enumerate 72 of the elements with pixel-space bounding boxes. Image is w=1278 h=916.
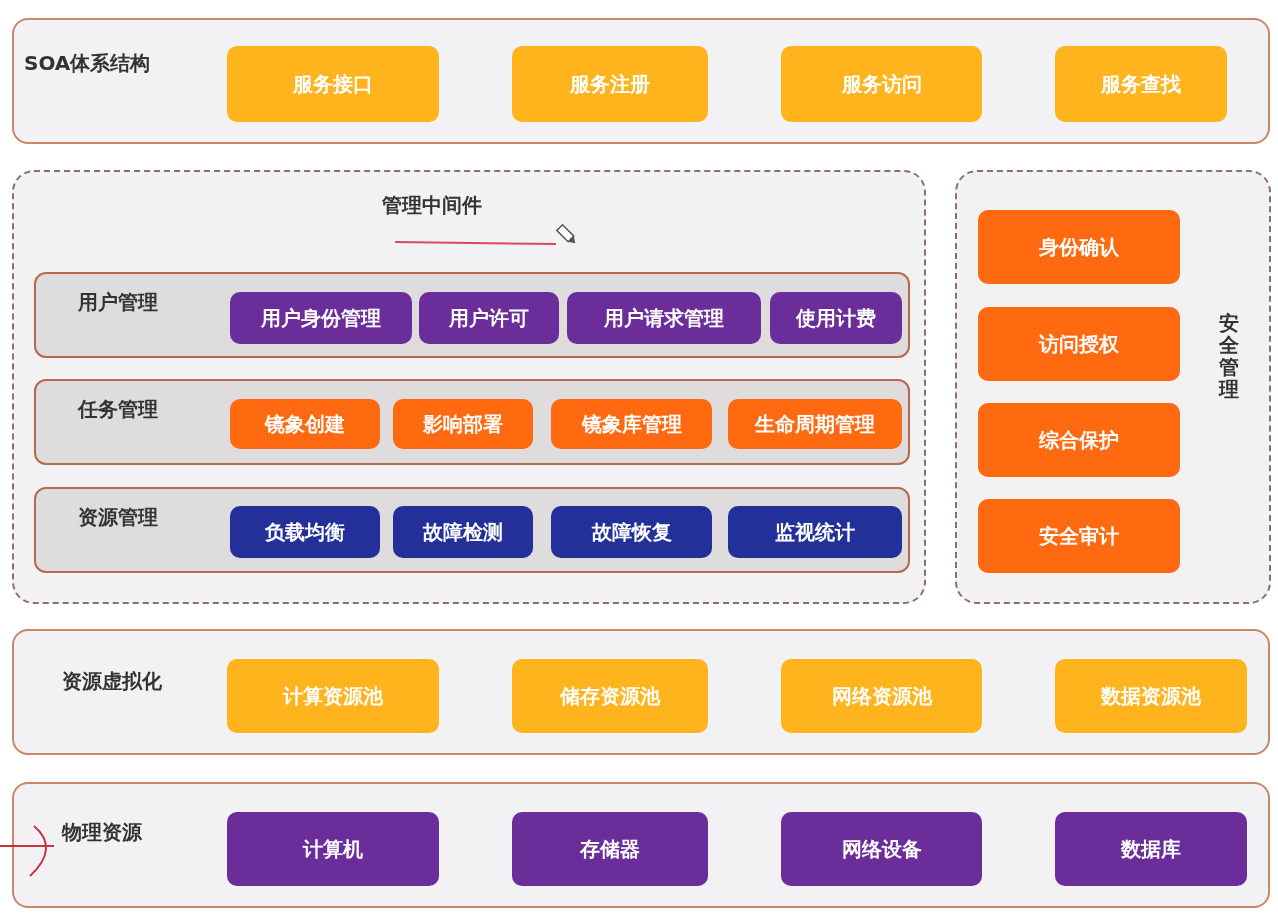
module-box [512, 812, 708, 886]
module-box [227, 659, 439, 733]
module-box [728, 399, 902, 449]
module-label: 监视统计 [775, 518, 855, 546]
module-label: 使用计费 [796, 304, 876, 332]
module-label: 镜象库管理 [581, 410, 682, 438]
module-box [227, 46, 439, 122]
module-box [978, 403, 1180, 477]
module-box [781, 659, 982, 733]
group-heading: 用户管理 [78, 288, 158, 316]
module-box [512, 46, 708, 122]
module-label: 服务访问 [841, 70, 922, 98]
module-box [230, 506, 380, 558]
module-label: 服务查找 [1101, 70, 1181, 98]
module-label: 计算资源池 [283, 682, 383, 710]
module-box [1055, 46, 1227, 122]
layer-band [12, 629, 1270, 755]
layer-band [12, 18, 1270, 144]
module-label: 存储器 [580, 835, 640, 863]
group-heading: 资源虚拟化 [62, 667, 162, 695]
group-heading: 安全管理 [1219, 312, 1239, 400]
module-box [512, 659, 708, 733]
module-label: 综合保护 [1039, 426, 1119, 454]
module-box [781, 46, 982, 122]
module-box [230, 292, 412, 344]
group-panel [12, 170, 926, 604]
module-label: 故障恢复 [591, 518, 672, 546]
row-band [34, 272, 910, 358]
module-label: 网络资源池 [831, 682, 932, 710]
module-box [419, 292, 559, 344]
group-heading: 任务管理 [78, 395, 158, 423]
module-label: 服务注册 [570, 70, 650, 98]
module-box [230, 399, 380, 449]
group-heading: 物理资源 [62, 818, 142, 846]
module-label: 负载均衡 [265, 518, 345, 546]
module-box [1055, 659, 1247, 733]
module-box [781, 812, 982, 886]
module-label: 安全审计 [1039, 522, 1119, 550]
module-label: 服务接口 [293, 70, 373, 98]
module-box [393, 399, 533, 449]
module-box [978, 499, 1180, 573]
layer-band [12, 782, 1270, 908]
module-label: 网络设备 [841, 835, 922, 863]
module-box [567, 292, 761, 344]
module-box [393, 506, 533, 558]
module-label: 生命周期管理 [755, 410, 875, 438]
module-box [770, 292, 902, 344]
group-heading: 资源管理 [78, 503, 158, 531]
module-box [978, 210, 1180, 284]
module-label: 故障检测 [423, 518, 503, 546]
module-box [728, 506, 902, 558]
module-label: 镜象创建 [265, 410, 345, 438]
row-band [34, 487, 910, 573]
module-box [227, 812, 439, 886]
module-label: 用户许可 [449, 304, 529, 332]
module-label: 数据资源池 [1101, 682, 1201, 710]
group-heading: SOA体系结构 [24, 49, 151, 77]
group-panel [955, 170, 1271, 604]
module-label: 数据库 [1121, 835, 1181, 863]
module-label: 身份确认 [1039, 233, 1119, 261]
module-label: 计算机 [303, 835, 363, 863]
module-label: 储存资源池 [560, 682, 660, 710]
row-band [34, 379, 910, 465]
module-label: 访问授权 [1039, 330, 1119, 358]
group-heading: 管理中间件 [382, 191, 482, 219]
module-label: 用户身份管理 [261, 304, 381, 332]
module-label: 影响部署 [423, 410, 503, 438]
module-box [978, 307, 1180, 381]
module-label: 用户请求管理 [604, 304, 724, 332]
module-box [551, 506, 712, 558]
module-box [1055, 812, 1247, 886]
module-box [551, 399, 712, 449]
